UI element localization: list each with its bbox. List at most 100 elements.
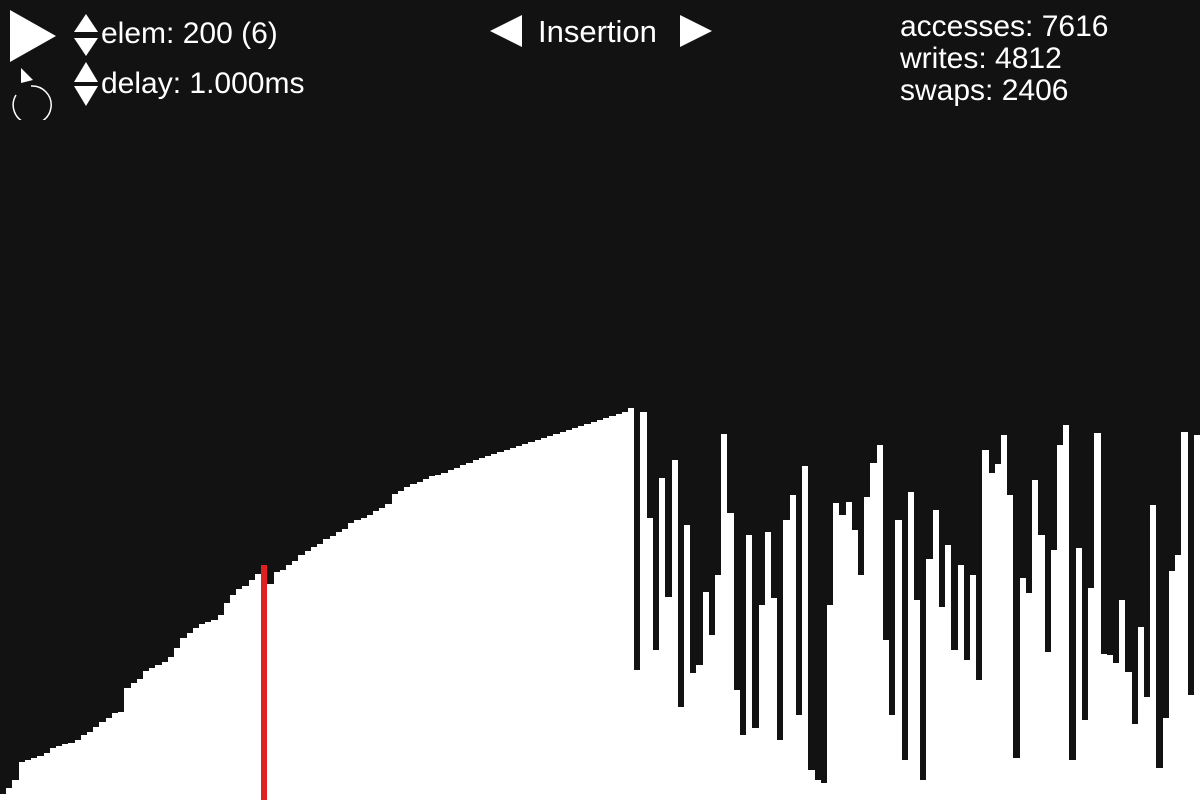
bar (1057, 445, 1063, 800)
bar (448, 470, 454, 800)
bar (280, 570, 286, 800)
bar (902, 760, 908, 800)
bar (616, 414, 622, 800)
bar (796, 715, 802, 800)
bar (466, 463, 473, 800)
bar (609, 416, 616, 800)
bar (1082, 720, 1088, 800)
bar (242, 586, 249, 800)
bar (398, 491, 404, 800)
bar (771, 598, 777, 800)
bar (976, 680, 982, 800)
bar (908, 492, 914, 800)
bar (112, 713, 118, 800)
bar (790, 495, 796, 800)
bar (460, 465, 466, 800)
prev-algorithm-icon[interactable] (490, 15, 522, 47)
bar (709, 635, 715, 800)
bar (727, 513, 734, 800)
play-icon[interactable] (10, 10, 58, 62)
bar (1038, 535, 1045, 800)
reset-icon[interactable] (8, 66, 54, 120)
bar (473, 460, 479, 800)
bar (162, 662, 168, 800)
bar (429, 476, 435, 800)
bar (423, 479, 429, 800)
bar (410, 484, 417, 800)
bar (560, 432, 566, 800)
bar (690, 673, 696, 800)
bar (553, 434, 560, 800)
bar (1026, 593, 1032, 800)
bar (497, 452, 504, 800)
swaps-counter: swaps: 2406 (900, 74, 1069, 107)
bar (821, 783, 827, 800)
bar (155, 665, 162, 800)
bar (870, 463, 877, 800)
bar (361, 518, 367, 800)
elem-up-arrow-icon[interactable] (74, 14, 98, 32)
bar (995, 464, 1001, 800)
bar (715, 575, 721, 800)
bar (311, 547, 317, 800)
bar (1113, 663, 1119, 800)
bar (193, 628, 199, 800)
elem-count-label: elem: 200 (6) (101, 17, 278, 50)
next-algorithm-icon[interactable] (680, 15, 712, 47)
bar (1156, 768, 1163, 800)
bar (827, 605, 833, 800)
bar (286, 565, 292, 800)
bar (895, 520, 902, 800)
bar (541, 438, 547, 800)
accesses-counter: accesses: 7616 (900, 10, 1109, 43)
bar (81, 735, 87, 800)
bar (510, 448, 516, 800)
bar (926, 559, 933, 800)
bar (1188, 695, 1194, 800)
bar (106, 718, 112, 800)
bar (31, 758, 37, 800)
bar (647, 518, 653, 800)
bar (535, 440, 541, 800)
bar (1132, 724, 1138, 800)
bar (1169, 571, 1175, 800)
bar (454, 468, 460, 800)
bar (1144, 697, 1150, 800)
bar (354, 520, 361, 800)
bar (1163, 718, 1169, 800)
bar (323, 539, 330, 800)
bar (982, 450, 989, 800)
bar (939, 607, 945, 800)
bar (622, 412, 628, 800)
bar (883, 640, 889, 800)
bar (603, 418, 609, 800)
bar (864, 497, 870, 800)
bar (547, 436, 553, 800)
bar (491, 454, 497, 800)
bar (218, 615, 224, 800)
delay-up-arrow-icon[interactable] (74, 62, 98, 82)
bar (833, 503, 839, 800)
elem-down-arrow-icon[interactable] (74, 38, 98, 56)
bar (485, 456, 491, 800)
bar (305, 551, 311, 800)
bar (124, 688, 131, 800)
writes-counter: writes: 4812 (900, 42, 1062, 75)
bar (628, 408, 634, 800)
bar (597, 420, 603, 800)
bar (802, 466, 808, 800)
bar (516, 446, 522, 800)
bar (25, 760, 31, 800)
bar (149, 668, 155, 800)
bar (50, 748, 56, 800)
bar (137, 679, 143, 800)
bar (989, 473, 995, 800)
bar (777, 740, 783, 800)
bar (1088, 588, 1094, 800)
bar (224, 603, 230, 800)
bar (187, 633, 193, 800)
bar (317, 544, 323, 800)
bar (330, 536, 336, 800)
delay-down-arrow-icon[interactable] (74, 86, 98, 106)
